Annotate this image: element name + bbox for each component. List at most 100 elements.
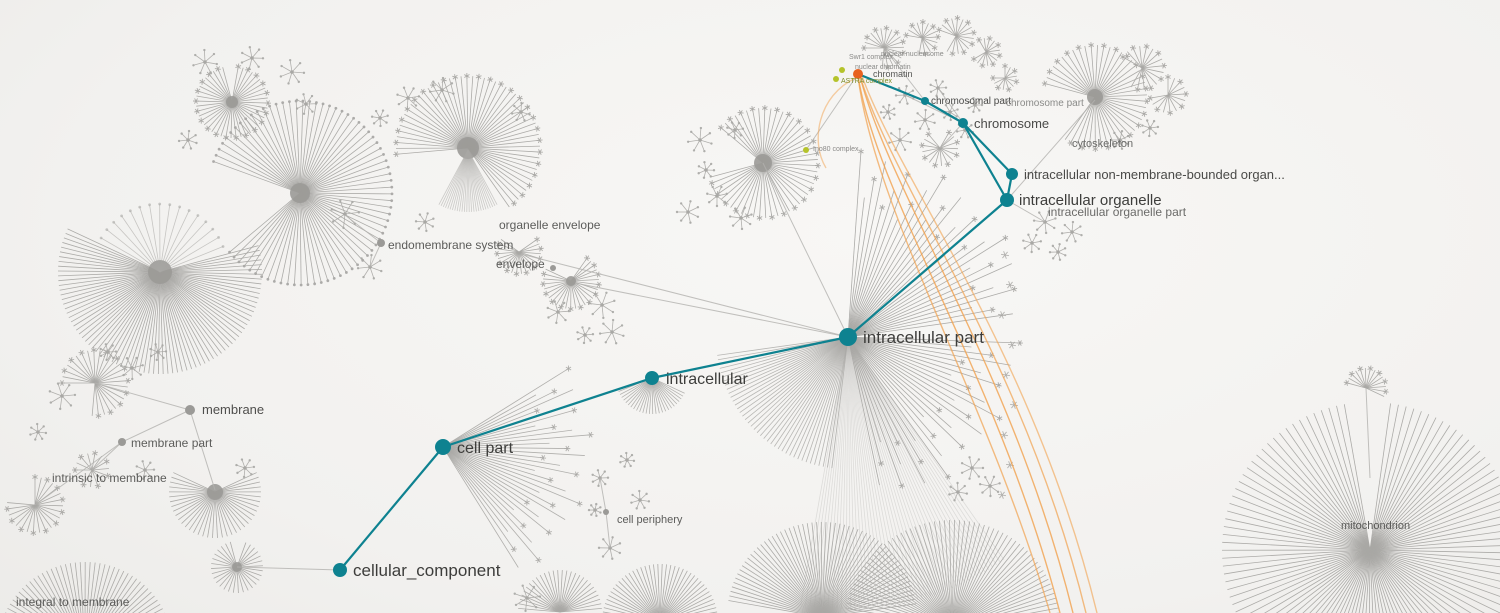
cluster-fan: [971, 35, 1003, 69]
mini-cluster: [1060, 220, 1083, 243]
mini-cluster: [1032, 210, 1057, 235]
mini-cluster: [728, 206, 753, 231]
mini-cluster: [619, 451, 636, 468]
cluster-fan: [494, 236, 544, 277]
node-intracellular[interactable]: [645, 371, 659, 385]
cluster-fan: [903, 19, 941, 57]
node-intracellular-non-membrane-bounded-organelle[interactable]: [1006, 168, 1018, 180]
mini-cluster: [967, 96, 984, 114]
label-intracellular: intracellular: [666, 371, 748, 388]
node-cell-part[interactable]: [435, 439, 451, 455]
label-nuclear-chromatin: nuclear chromatin: [855, 64, 911, 71]
node-cell-periphery[interactable]: [603, 509, 609, 515]
label-intracellular-part: intracellular part: [863, 328, 984, 347]
mini-cluster: [630, 489, 651, 510]
label-intracellular-non-membrane-bounded-organ: intracellular non-membrane-bounded organ…: [1024, 167, 1285, 182]
label-cytoskeleton: cytoskeleton: [1072, 138, 1133, 150]
label-chromosome-part: chromosome part: [1006, 98, 1084, 109]
cluster-fan: [919, 129, 961, 169]
mini-cluster: [135, 460, 156, 481]
gray-edges: [34, 47, 1371, 571]
cluster-fan: [59, 347, 131, 419]
label-nuclear-nucleosome: nuclear nucleosome: [881, 51, 944, 58]
mini-clusters: [29, 46, 1160, 613]
label-chromosomal-part: chromosomal part: [931, 96, 1011, 107]
mini-cluster: [295, 93, 318, 116]
teal-path-edges: [338, 72, 1014, 572]
mini-cluster: [706, 185, 728, 208]
node-cellular-component[interactable]: [333, 563, 347, 577]
cluster-fan: [193, 63, 271, 141]
label-mitochondrion: mitochondrion: [1341, 520, 1410, 532]
mini-cluster: [978, 475, 1001, 498]
mini-cluster: [120, 356, 144, 381]
label-endomembrane-system: endomembrane system: [388, 238, 513, 252]
mini-cluster: [546, 300, 571, 325]
node-nuclear-chromatin[interactable]: [839, 67, 845, 73]
mini-cluster: [576, 326, 595, 345]
node-intracellular-organelle[interactable]: [1000, 193, 1014, 207]
mini-cluster: [192, 48, 219, 75]
node-membrane-part[interactable]: [118, 438, 126, 446]
mini-cluster: [675, 200, 700, 224]
cluster-fan: [1343, 365, 1389, 397]
label-chromosome: chromosome: [974, 116, 1049, 131]
cluster-fan: [728, 521, 917, 613]
mini-cluster: [513, 584, 542, 613]
cluster-fan: [861, 25, 907, 71]
node-chromatin[interactable]: [853, 69, 863, 79]
mini-cluster: [510, 101, 531, 122]
cluster-fan: [72, 450, 111, 489]
mini-cluster: [1022, 233, 1043, 254]
cluster-fan: [1120, 43, 1167, 93]
mini-cluster: [686, 126, 713, 153]
node-intracellular-part[interactable]: [839, 328, 857, 346]
mini-cluster: [428, 76, 455, 103]
cluster-fan: [990, 63, 1020, 93]
mini-cluster: [279, 58, 306, 85]
mini-cluster: [1048, 242, 1067, 261]
cluster-fan: [717, 336, 849, 469]
cluster-fans: [4, 15, 1500, 613]
orange-edges: [817, 75, 1098, 613]
mini-cluster: [913, 108, 936, 131]
node-endomembrane-system[interactable]: [377, 239, 385, 247]
label-chromatin: chromatin: [873, 69, 913, 79]
label-intracellular-organelle-part: intracellular organelle part: [1048, 205, 1187, 219]
graph-nodes: [118, 67, 1018, 577]
mini-cluster: [99, 343, 118, 362]
label-swr1-complex: Swr1 complex: [849, 54, 893, 61]
node-chromosome[interactable]: [958, 118, 968, 128]
cluster-fan: [168, 472, 262, 538]
node-astra-complex[interactable]: [833, 76, 839, 82]
mini-cluster: [598, 318, 625, 345]
node-chromosomal-part[interactable]: [921, 97, 929, 105]
mini-cluster: [235, 458, 256, 479]
mini-cluster: [149, 343, 168, 362]
mini-cluster: [29, 422, 48, 441]
label-membrane: membrane: [202, 402, 264, 417]
cluster-fan: [847, 148, 1018, 338]
mini-cluster: [597, 536, 622, 560]
mini-cluster: [948, 481, 969, 502]
cluster-fan: [1221, 403, 1500, 613]
node-ino80-complex[interactable]: [803, 147, 809, 153]
node-markers: [997, 251, 1019, 499]
node-envelope[interactable]: [550, 265, 556, 271]
node-membrane[interactable]: [185, 405, 195, 415]
mini-cluster: [177, 129, 198, 150]
mini-cluster: [1141, 119, 1160, 138]
mini-cluster: [587, 291, 616, 320]
mini-cluster: [940, 103, 959, 122]
cluster-fan: [99, 202, 225, 273]
mini-cluster: [587, 502, 602, 518]
mini-cluster: [414, 212, 435, 233]
cluster-fan: [438, 149, 498, 212]
cluster-fan: [442, 365, 594, 568]
cluster-fan: [58, 228, 262, 374]
cluster-fan: [4, 474, 66, 536]
mini-cluster: [48, 382, 77, 411]
